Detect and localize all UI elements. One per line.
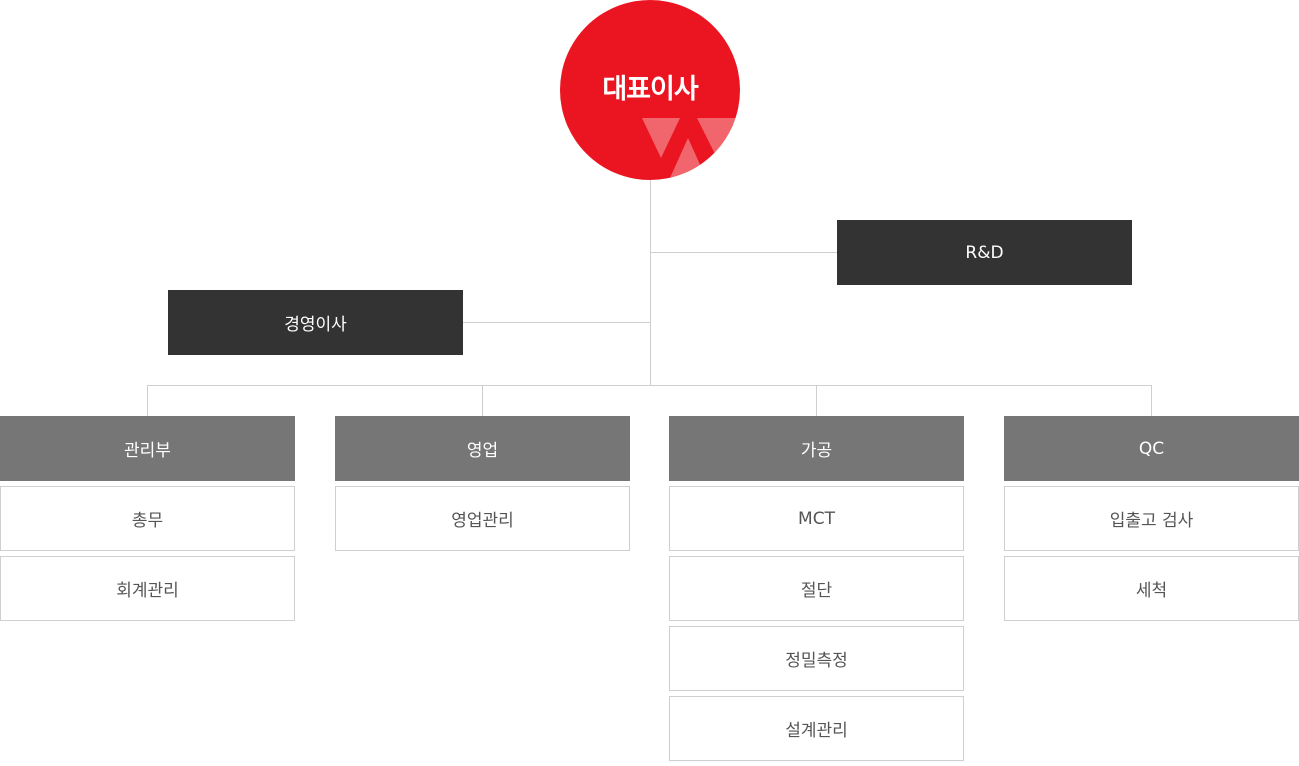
dept-drop-line-3 (816, 385, 817, 416)
department-title: 영업 (466, 441, 499, 461)
department-item: 영업관리 (335, 486, 630, 551)
rnd-box: R&D (837, 220, 1132, 285)
department-item: 입출고 검사 (1004, 486, 1299, 551)
department-item: 절단 (669, 556, 964, 621)
department-items: 총무 회계관리 (0, 486, 295, 621)
ceo-label: 대표이사 (602, 74, 698, 105)
department-items: 입출고 검사 세척 (1004, 486, 1299, 621)
ceo-node: 대표이사 (560, 0, 740, 180)
department-item: MCT (669, 486, 964, 551)
department-header: 관리부 (0, 416, 295, 481)
department-item: 회계관리 (0, 556, 295, 621)
department-items: 영업관리 (335, 486, 630, 551)
department-title: 관리부 (124, 441, 171, 461)
department-header: QC (1004, 416, 1299, 481)
department-qc: QC 입출고 검사 세척 (1004, 416, 1299, 626)
department-item: 정밀측정 (669, 626, 964, 691)
management-director-label: 경영이사 (284, 315, 347, 335)
departments-bus-line (147, 385, 1152, 386)
logo-mark-icon (642, 118, 738, 178)
department-item: 총무 (0, 486, 295, 551)
department-items: MCT 절단 정밀측정 설계관리 (669, 486, 964, 761)
department-sales: 영업 영업관리 (335, 416, 630, 556)
department-admin: 관리부 총무 회계관리 (0, 416, 295, 626)
dept-drop-line-4 (1151, 385, 1152, 416)
department-item: 세척 (1004, 556, 1299, 621)
management-director-box: 경영이사 (168, 290, 463, 355)
dept-drop-line-2 (482, 385, 483, 416)
rnd-connector-line (650, 252, 837, 253)
department-item: 설계관리 (669, 696, 964, 761)
management-connector-line (463, 322, 651, 323)
department-title: QC (1138, 438, 1165, 459)
department-title: 가공 (800, 441, 833, 461)
department-header: 가공 (669, 416, 964, 481)
department-header: 영업 (335, 416, 630, 481)
rnd-label: R&D (965, 242, 1004, 263)
dept-drop-line-1 (147, 385, 148, 416)
ceo-trunk-line (650, 180, 651, 386)
department-machining: 가공 MCT 절단 정밀측정 설계관리 (669, 416, 964, 766)
